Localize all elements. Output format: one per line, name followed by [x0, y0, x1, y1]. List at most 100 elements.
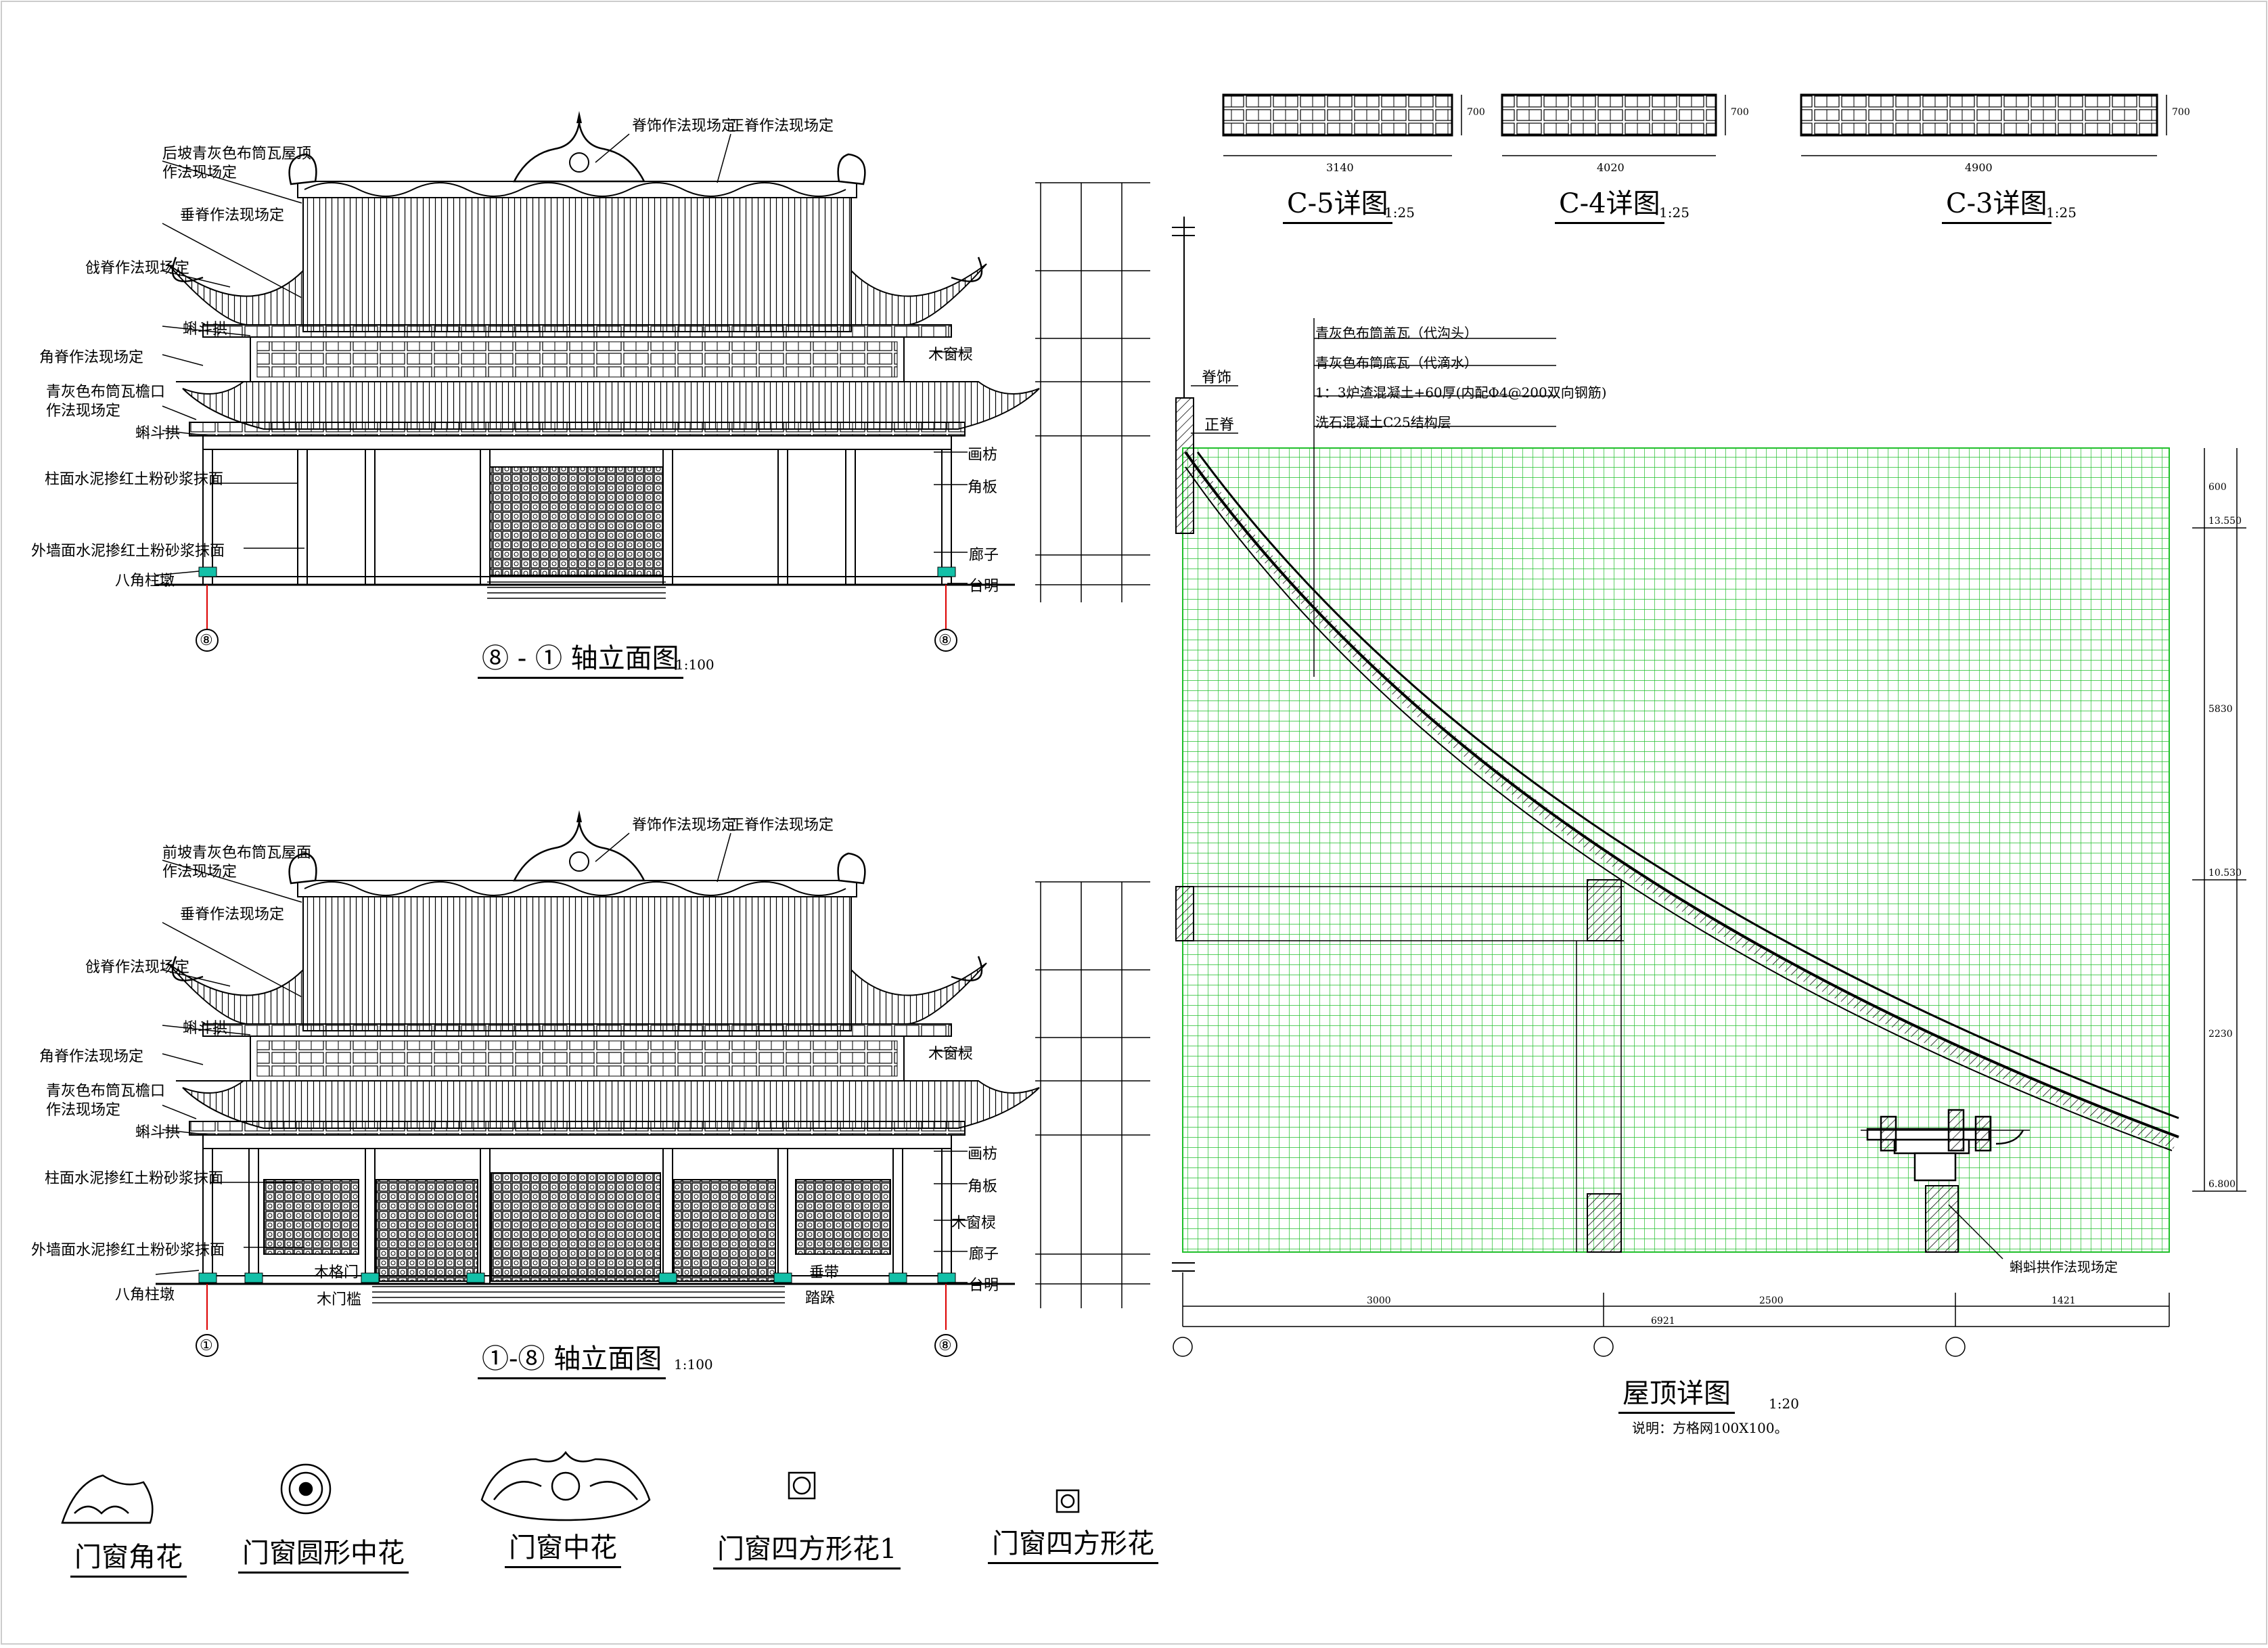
label-front-roof-note: 作法现场定	[162, 864, 237, 881]
c4-dim: 4020	[1597, 161, 1625, 174]
label-bracket-2-b: 蝌斗拱	[135, 1124, 181, 1141]
c3-dim: 4900	[1965, 161, 1993, 174]
ornament-center-flower-drawing	[480, 1450, 651, 1521]
roof-layer-1: 青灰色布筒盖瓦（代沟头）	[1315, 325, 1478, 341]
label-front-roof: 前坡青灰色布筒瓦屋面	[162, 845, 312, 862]
label-corner-board: 角板	[968, 479, 998, 496]
label-swing-ridge-b: 戗脊作法现场定	[85, 959, 190, 976]
label-window-lattice-b2: 木窗棂	[951, 1215, 997, 1232]
axis-label-right-top: ⑧	[938, 632, 952, 649]
label-column-finish: 柱面水泥掺红土粉砂浆抹面	[45, 471, 224, 488]
label-eave-note: 作法现场定	[46, 403, 121, 420]
label-threshold: 木门槛	[317, 1291, 362, 1308]
ornament-round-flower-drawing	[280, 1463, 332, 1515]
label-column-finish-b: 柱面水泥掺红土粉砂浆抹面	[45, 1170, 224, 1187]
label-window-lattice: 木窗棂	[928, 347, 974, 363]
label-ridge-ornament-b: 脊饰作法现场定	[632, 817, 737, 834]
c5-dim: 3140	[1326, 161, 1354, 174]
label-step: 踏跺	[805, 1290, 836, 1307]
label-gallery: 廊子	[969, 547, 999, 564]
roof-dim-right-1: 600	[2208, 482, 2227, 493]
label-lattice-door: 木格门	[314, 1264, 359, 1281]
roof-bracket-label: 蝌蚪拱作法现场定	[2010, 1259, 2118, 1275]
roof-layer-2: 青灰色布筒底瓦（代滴水）	[1315, 355, 1478, 371]
label-bracket-1: 蝌斗拱	[183, 321, 228, 338]
ornament-label-corner: 门窗角花	[70, 1535, 187, 1578]
roof-scale: 1:20	[1769, 1396, 1799, 1412]
label-painted-beam-b: 画枋	[968, 1146, 998, 1163]
c5-scale: 1:25	[1384, 204, 1415, 221]
c5-title: C-5详图	[1283, 181, 1392, 224]
roof-dim-3: 1421	[2051, 1295, 2076, 1306]
c4-height: 700	[1731, 107, 1749, 118]
roof-dim-2: 2500	[1759, 1295, 1784, 1306]
label-column-base: 八角柱墩	[115, 573, 175, 589]
label-platform: 台明	[969, 578, 999, 595]
label-corner-ridge-b: 角脊作法现场定	[39, 1048, 144, 1065]
roof-ridge-ornament: 脊饰	[1202, 370, 1232, 386]
detail-c5-drawing	[1222, 93, 1462, 156]
label-eave: 青灰色布筒瓦檐口	[46, 384, 166, 401]
label-ridge-ornament: 脊饰作法现场定	[632, 118, 737, 135]
c5-height: 700	[1467, 107, 1485, 118]
roof-layer-4: 洗石混凝土C25结构层	[1315, 414, 1451, 430]
roof-detail-drawing	[1172, 217, 2246, 1357]
elevation-bottom-drawing	[155, 810, 1150, 1357]
label-wall-finish-b: 外墙面水泥掺红土粉砂浆抹面	[31, 1242, 225, 1259]
label-corner-ridge: 角脊作法现场定	[39, 349, 144, 366]
label-main-ridge-b: 正脊作法现场定	[729, 817, 834, 834]
c4-scale: 1:25	[1659, 204, 1689, 221]
label-column-base-b: 八角柱墩	[115, 1287, 175, 1304]
label-swing-ridge: 戗脊作法现场定	[85, 260, 190, 277]
ornament-square-flower1-drawing	[788, 1471, 816, 1500]
axis-label-right-bottom: ⑧	[938, 1337, 952, 1354]
roof-main-ridge: 正脊	[1204, 417, 1235, 434]
axis-label-left-top: ⑧	[200, 632, 213, 649]
label-window-lattice-b: 木窗棂	[928, 1046, 974, 1063]
label-platform-b: 台明	[969, 1277, 999, 1294]
c4-title: C-4详图	[1555, 181, 1664, 224]
label-hip-ridge-b: 垂脊作法现场定	[180, 906, 285, 923]
roof-elev-1: 13.550	[2208, 516, 2242, 527]
label-painted-beam: 画枋	[968, 447, 998, 464]
roof-elev-2: 10.530	[2208, 868, 2242, 878]
roof-dim-total: 6921	[1651, 1316, 1675, 1327]
label-wall-finish: 外墙面水泥掺红土粉砂浆抹面	[31, 543, 225, 560]
detail-c4-drawing	[1501, 93, 1726, 156]
roof-dim-right-3: 2230	[2208, 1029, 2233, 1040]
elevation-top-title: ⑧ - ① 轴立面图	[478, 636, 683, 679]
label-back-roof-note: 作法现场定	[162, 164, 237, 181]
detail-c3-drawing	[1800, 93, 2167, 156]
axis-label-left-bottom: ①	[200, 1337, 213, 1354]
c3-title: C-3详图	[1942, 181, 2051, 224]
label-corner-board-b: 角板	[968, 1178, 998, 1195]
elevation-bottom-scale: 1:100	[674, 1356, 713, 1373]
label-back-roof: 后坡青灰色布筒瓦屋顶	[162, 146, 312, 162]
roof-title: 屋顶详图	[1618, 1371, 1735, 1414]
label-main-ridge: 正脊作法现场定	[729, 118, 834, 135]
label-eave-b: 青灰色布筒瓦檐口	[46, 1083, 166, 1100]
ornament-label-square1: 门窗四方形花1	[713, 1527, 901, 1569]
label-gallery-b: 廊子	[969, 1246, 999, 1263]
elevation-top-scale: 1:100	[675, 656, 715, 673]
ornament-label-center: 门窗中花	[505, 1525, 621, 1568]
label-side-ramp: 垂带	[809, 1264, 840, 1281]
c3-height: 700	[2172, 107, 2190, 118]
elevation-bottom-title: ①-⑧ 轴立面图	[478, 1337, 666, 1379]
roof-note: 说明：方格网100X100。	[1632, 1420, 1788, 1436]
label-eave-note-b: 作法现场定	[46, 1102, 121, 1119]
ornament-label-square: 门窗四方形花	[988, 1521, 1158, 1564]
roof-dim-1: 3000	[1367, 1295, 1391, 1306]
roof-dim-right-2: 5830	[2208, 704, 2233, 715]
label-hip-ridge: 垂脊作法现场定	[180, 207, 285, 224]
ornament-corner-flower-drawing	[61, 1474, 154, 1524]
label-bracket-1-b: 蝌斗拱	[183, 1020, 228, 1037]
ornament-square-flower-drawing	[1056, 1489, 1080, 1513]
elevation-top-drawing	[155, 111, 1150, 652]
roof-layer-3: 1：3炉渣混凝土+60厚(内配Φ4@200双向钢筋)	[1315, 384, 1607, 401]
label-bracket-2: 蝌斗拱	[135, 425, 181, 442]
roof-elev-3: 6.800	[2208, 1179, 2236, 1190]
c3-scale: 1:25	[2046, 204, 2077, 221]
